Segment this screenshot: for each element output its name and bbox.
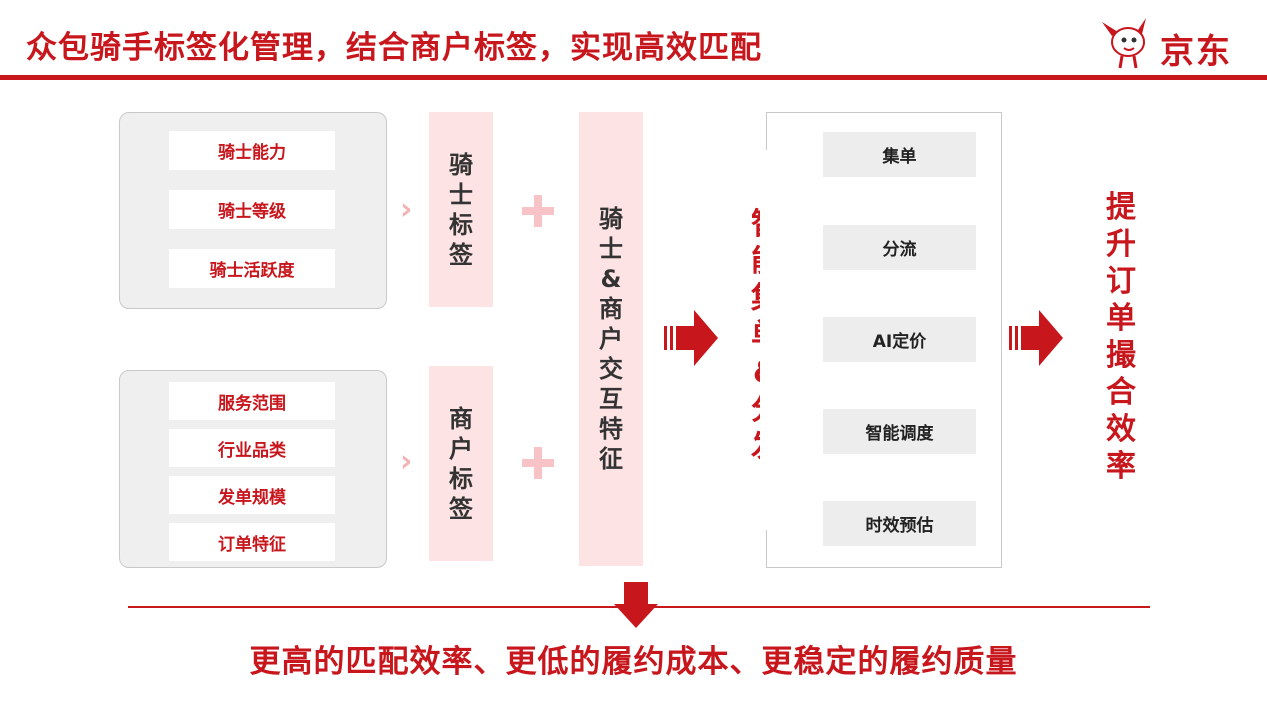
- function-chip: 时效预估: [823, 501, 976, 546]
- function-chip: 分流: [823, 225, 976, 270]
- merchant-tag-column: 商 户 标 签: [429, 366, 493, 561]
- merchant-tag-char: 商: [449, 404, 473, 433]
- red-arrow-icon: [1009, 310, 1063, 366]
- chevron-right-icon: ›: [400, 192, 413, 227]
- red-down-arrow-icon: [614, 582, 658, 628]
- logo-text: 京东: [1160, 32, 1232, 72]
- function-chip: 智能调度: [823, 409, 976, 454]
- rider-tag-column: 骑 士 标 签: [429, 112, 493, 307]
- function-chip: AI定价: [823, 317, 976, 362]
- interaction-char: 户: [599, 325, 623, 353]
- merchant-tag-char: 签: [449, 494, 473, 523]
- result-char: 合: [1106, 375, 1136, 410]
- rider-tag-char: 标: [449, 210, 473, 239]
- plus-icon: [522, 195, 554, 227]
- rider-attribute-chip: 骑士等级: [169, 190, 335, 229]
- merchant-tag-char: 户: [449, 434, 473, 463]
- interaction-char: 征: [599, 445, 623, 473]
- merchant-attribute-chip: 服务范围: [169, 382, 335, 420]
- merchant-attribute-chip: 订单特征: [169, 523, 335, 561]
- conclusion-text: 更高的匹配效率、更低的履约成本、更稳定的履约质量: [249, 644, 1018, 680]
- jd-dog-logo-icon: [1102, 18, 1146, 69]
- merchant-tag-char: 标: [449, 464, 473, 493]
- interaction-feature-column: 骑 士 & 商 户 交 互 特 征: [579, 112, 643, 566]
- plus-icon: [522, 447, 554, 479]
- function-chip: 集单: [823, 132, 976, 177]
- panel-gap: [760, 150, 772, 530]
- interaction-char: 互: [599, 385, 623, 413]
- result-char: 撮: [1106, 338, 1136, 373]
- interaction-char: 特: [599, 415, 623, 443]
- interaction-char: &: [600, 265, 622, 293]
- interaction-char: 商: [599, 295, 623, 323]
- rider-tag-char: 签: [449, 240, 473, 269]
- interaction-char: 士: [599, 235, 623, 263]
- page-title: 众包骑手标签化管理，结合商户标签，实现高效匹配: [26, 30, 762, 66]
- result-char: 升: [1106, 227, 1136, 262]
- red-arrow-icon: [664, 310, 718, 366]
- result-char: 单: [1106, 301, 1136, 336]
- rider-tag-char: 骑: [449, 150, 473, 179]
- merchant-attribute-chip: 行业品类: [169, 429, 335, 467]
- result-char: 订: [1106, 264, 1136, 299]
- result-char: 效: [1106, 412, 1136, 447]
- rider-tag-char: 士: [449, 180, 473, 209]
- interaction-char: 交: [599, 355, 623, 383]
- rider-attribute-chip: 骑士活跃度: [169, 249, 335, 288]
- result-char: 提: [1106, 190, 1136, 225]
- rider-attribute-chip: 骑士能力: [169, 131, 335, 170]
- merchant-attribute-chip: 发单规模: [169, 476, 335, 514]
- result-label: 提 升 订 单 撮 合 效 率: [1097, 193, 1145, 482]
- title-divider: [0, 75, 1267, 80]
- interaction-char: 骑: [599, 205, 623, 233]
- chevron-right-icon: ›: [400, 444, 413, 479]
- result-char: 率: [1106, 449, 1136, 484]
